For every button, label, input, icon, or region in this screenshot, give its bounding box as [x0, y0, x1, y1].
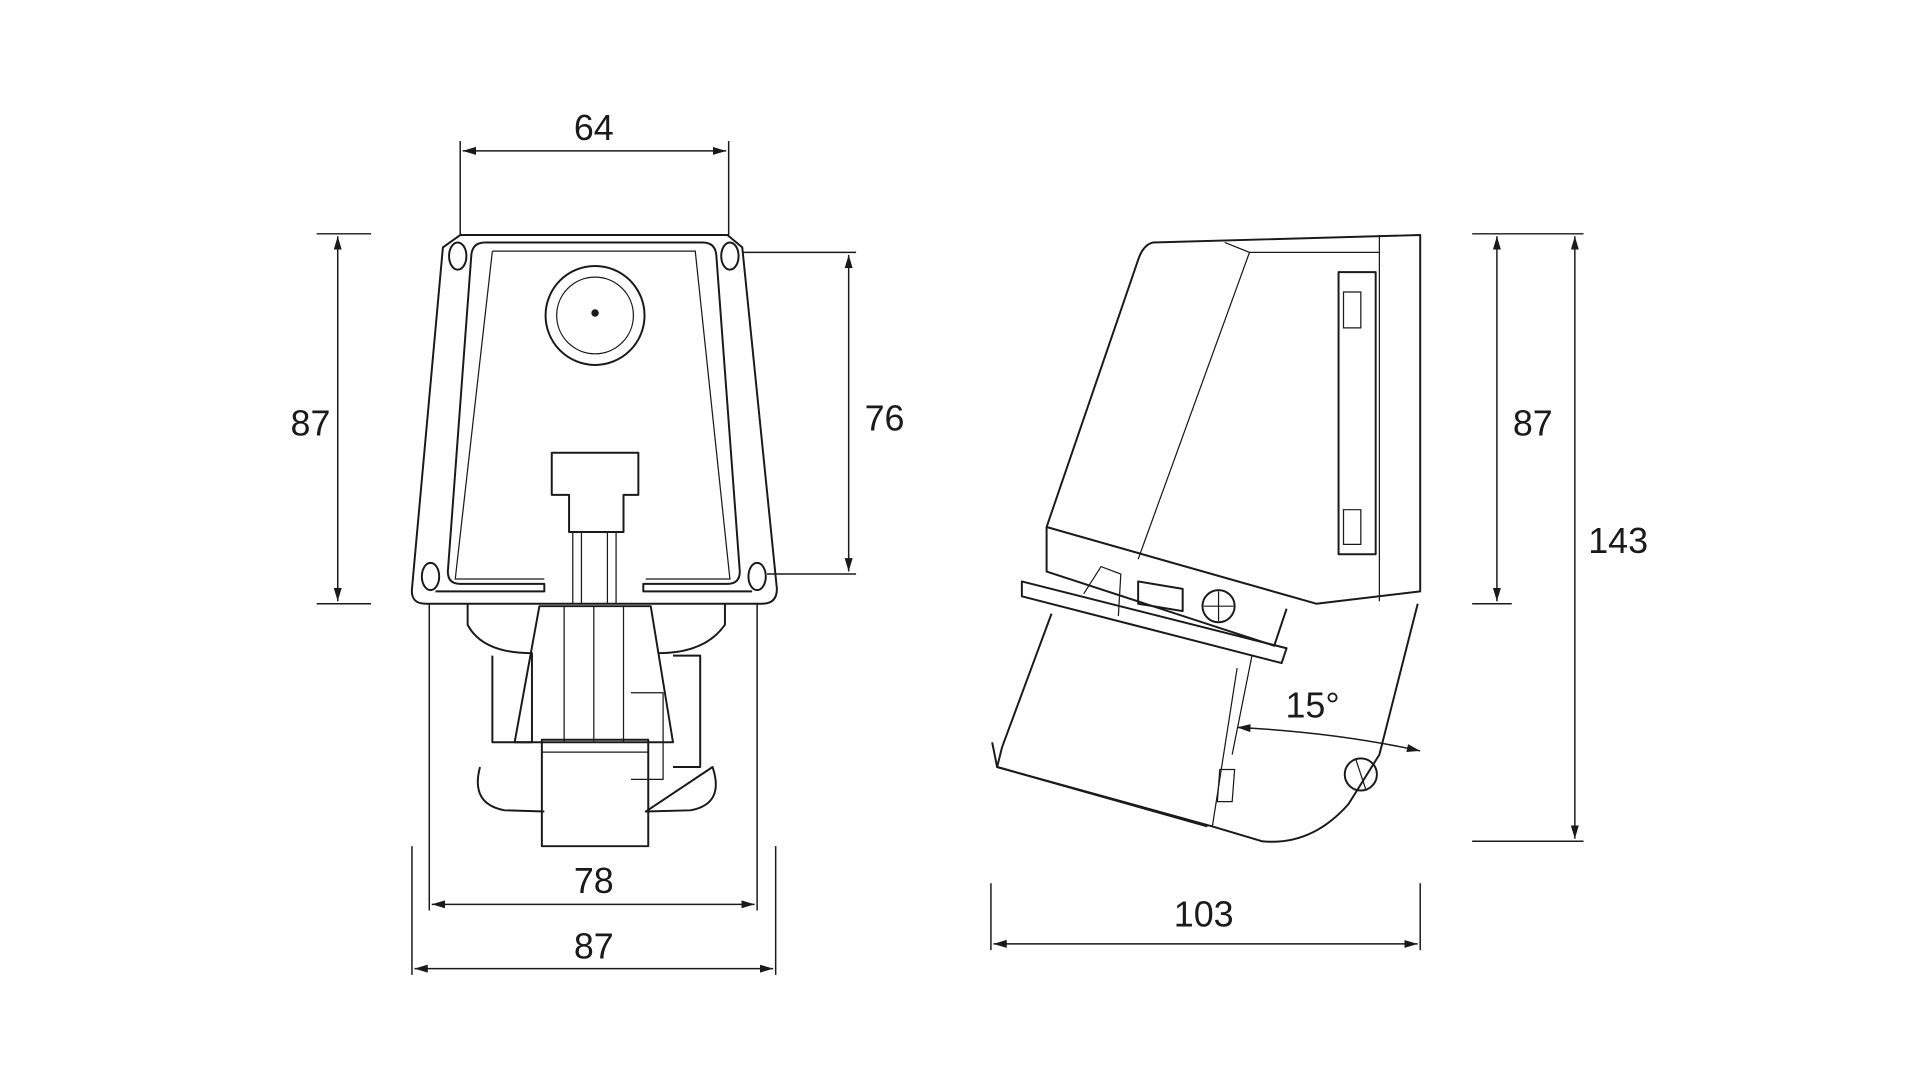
mounting-hole: [747, 561, 767, 592]
dim-side-total-height: 143: [1588, 521, 1648, 561]
dim-front-right-height: 76: [865, 399, 905, 439]
mounting-hole: [720, 241, 740, 271]
plug-face: [540, 738, 650, 848]
dim-side-angle: 15°: [1285, 686, 1339, 726]
mounting-hole: [420, 561, 441, 592]
dim-front-outer-width: 87: [574, 927, 614, 967]
dimensions: [316, 141, 1584, 975]
dim-front-top-width: 64: [574, 108, 614, 148]
rail: [1020, 580, 1288, 665]
front-view: [410, 234, 778, 848]
mounting-hole: [448, 241, 468, 271]
side-view: [991, 234, 1422, 843]
knockout: [544, 264, 646, 366]
dim-front-left-height: 87: [291, 403, 331, 443]
dim-side-height-upper: 87: [1513, 403, 1553, 443]
dim-front-inner-width: 78: [574, 861, 614, 901]
dim-side-depth: 103: [1174, 895, 1234, 935]
latch: [550, 451, 640, 533]
